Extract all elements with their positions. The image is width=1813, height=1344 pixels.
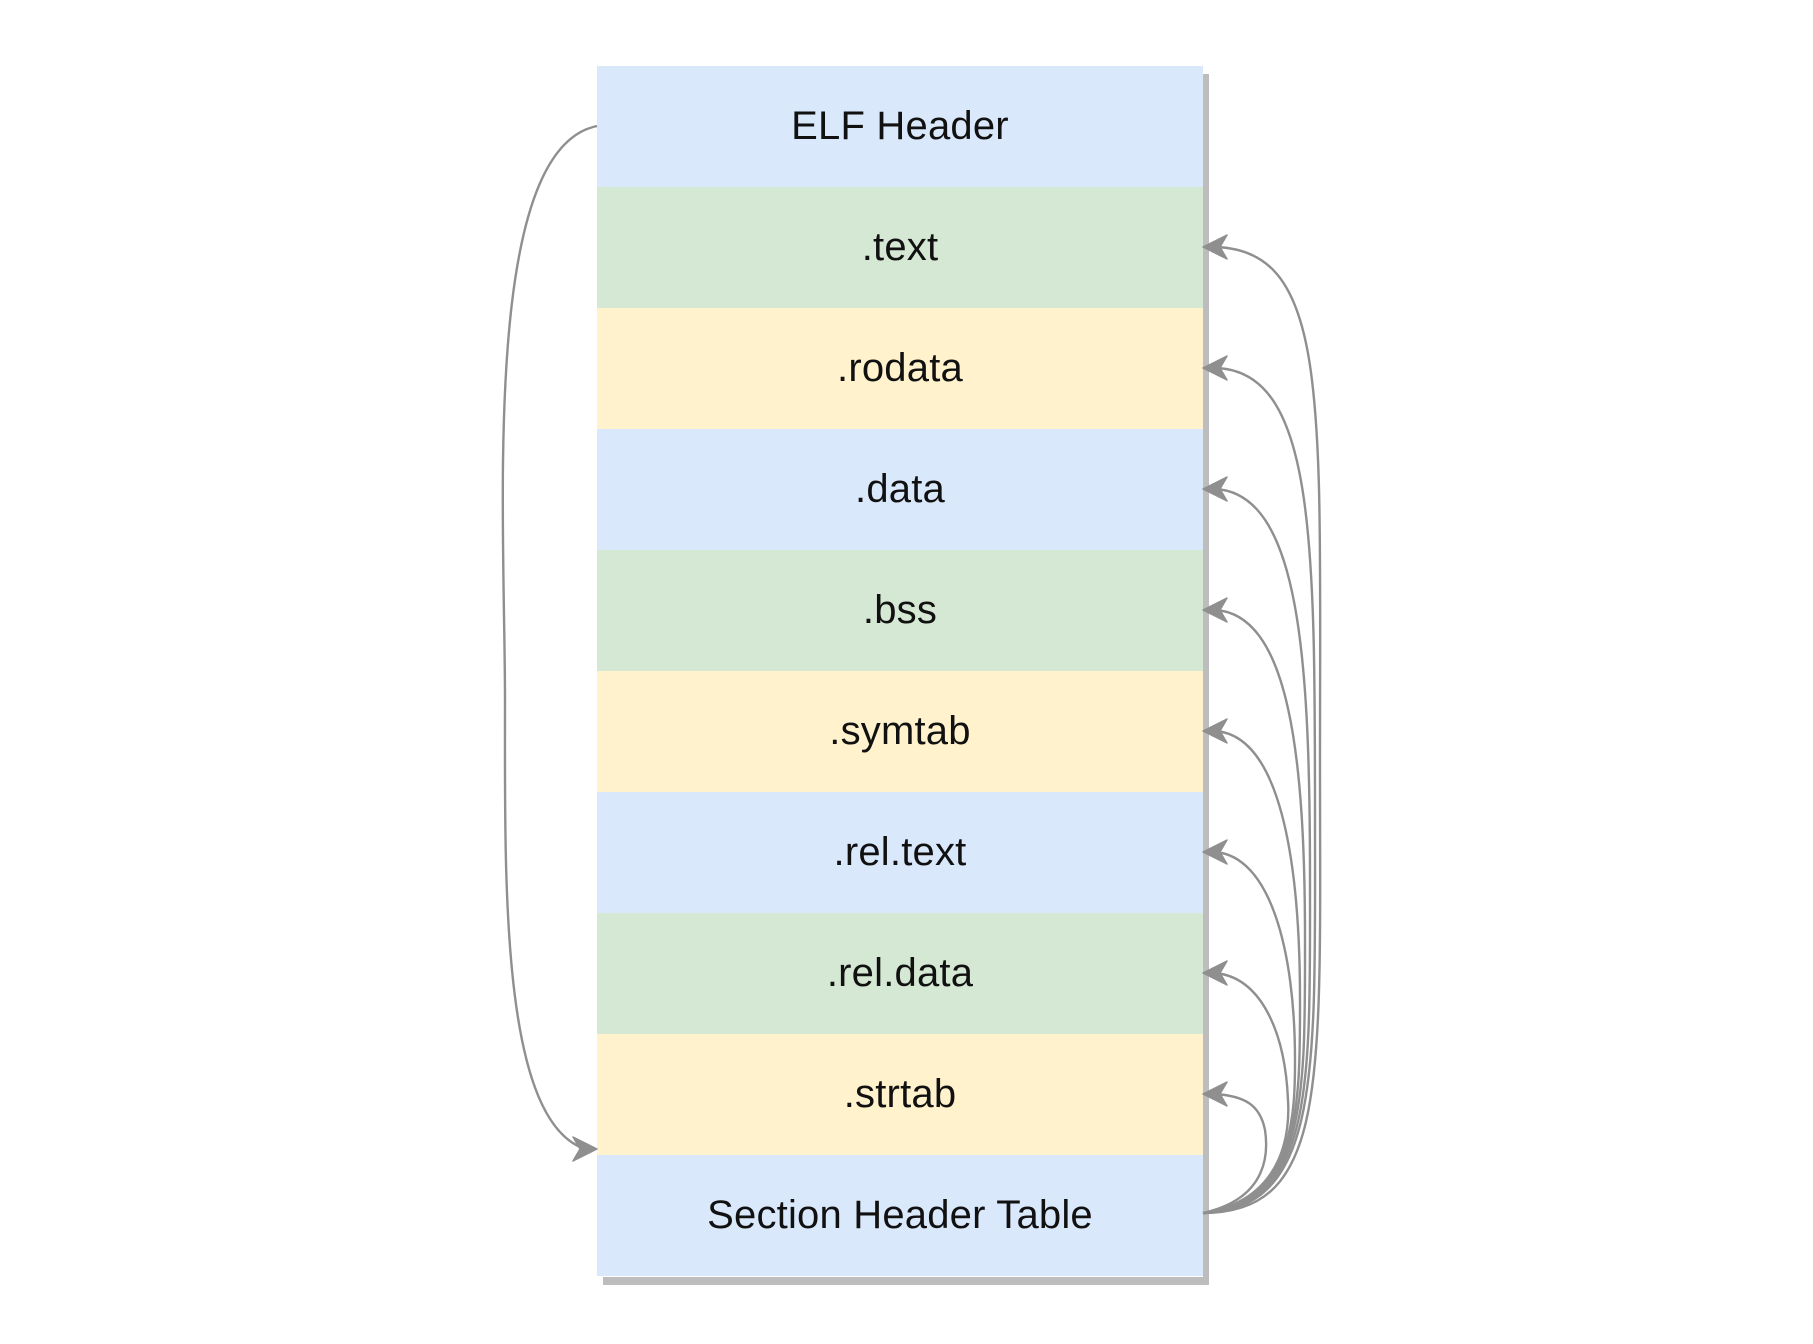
elf-header-to-section-header-table-arrow	[501, 124, 598, 1151]
sht-to-bss-arrow	[1202, 608, 1307, 1215]
arrowhead-strtab	[1202, 1081, 1228, 1107]
section-label: .symtab	[829, 709, 971, 753]
section-strtab: .strtab	[597, 1034, 1203, 1155]
sht-to-strtab-arrow	[1202, 1092, 1268, 1215]
arrowhead-rodata	[1202, 355, 1228, 381]
arrowhead-symtab	[1202, 718, 1228, 744]
sht-to-data-arrow	[1202, 487, 1312, 1215]
section-rodata: .rodata	[597, 308, 1203, 429]
section-section-header-table: Section Header Table	[597, 1155, 1203, 1276]
arrowhead-data	[1202, 476, 1228, 502]
sht-to-rodata-arrow	[1202, 366, 1317, 1215]
arrowhead-section-header-table	[572, 1136, 598, 1162]
sht-to-rel-text-arrow	[1202, 850, 1297, 1215]
section-bss: .bss	[597, 550, 1203, 671]
section-elf-header: ELF Header	[597, 66, 1203, 187]
section-label: .data	[855, 467, 945, 511]
sht-to-text-arrow	[1202, 245, 1322, 1215]
section-label: .rel.text	[833, 830, 967, 874]
section-rel-data: .rel.data	[597, 913, 1203, 1034]
elf-section-stack: ELF Header .text .rodata .data .bss .sym…	[597, 66, 1203, 1277]
arrowhead-rel-text	[1202, 839, 1228, 865]
section-symtab: .symtab	[597, 671, 1203, 792]
section-rel-text: .rel.text	[597, 792, 1203, 913]
section-label: .strtab	[843, 1072, 957, 1116]
arrowhead-text	[1202, 234, 1228, 260]
sht-to-rel-data-arrow	[1202, 971, 1290, 1215]
section-label: .rel.data	[826, 951, 974, 995]
section-label: .rodata	[837, 346, 963, 390]
arrowhead-rel-data	[1202, 960, 1228, 986]
arrowhead-bss	[1202, 597, 1228, 623]
section-label: Section Header Table	[707, 1193, 1093, 1237]
sht-to-symtab-arrow	[1202, 729, 1302, 1215]
section-data: .data	[597, 429, 1203, 550]
section-label: .bss	[862, 588, 938, 632]
section-label: .text	[861, 225, 939, 269]
section-text: .text	[597, 187, 1203, 308]
section-label: ELF Header	[791, 104, 1009, 148]
